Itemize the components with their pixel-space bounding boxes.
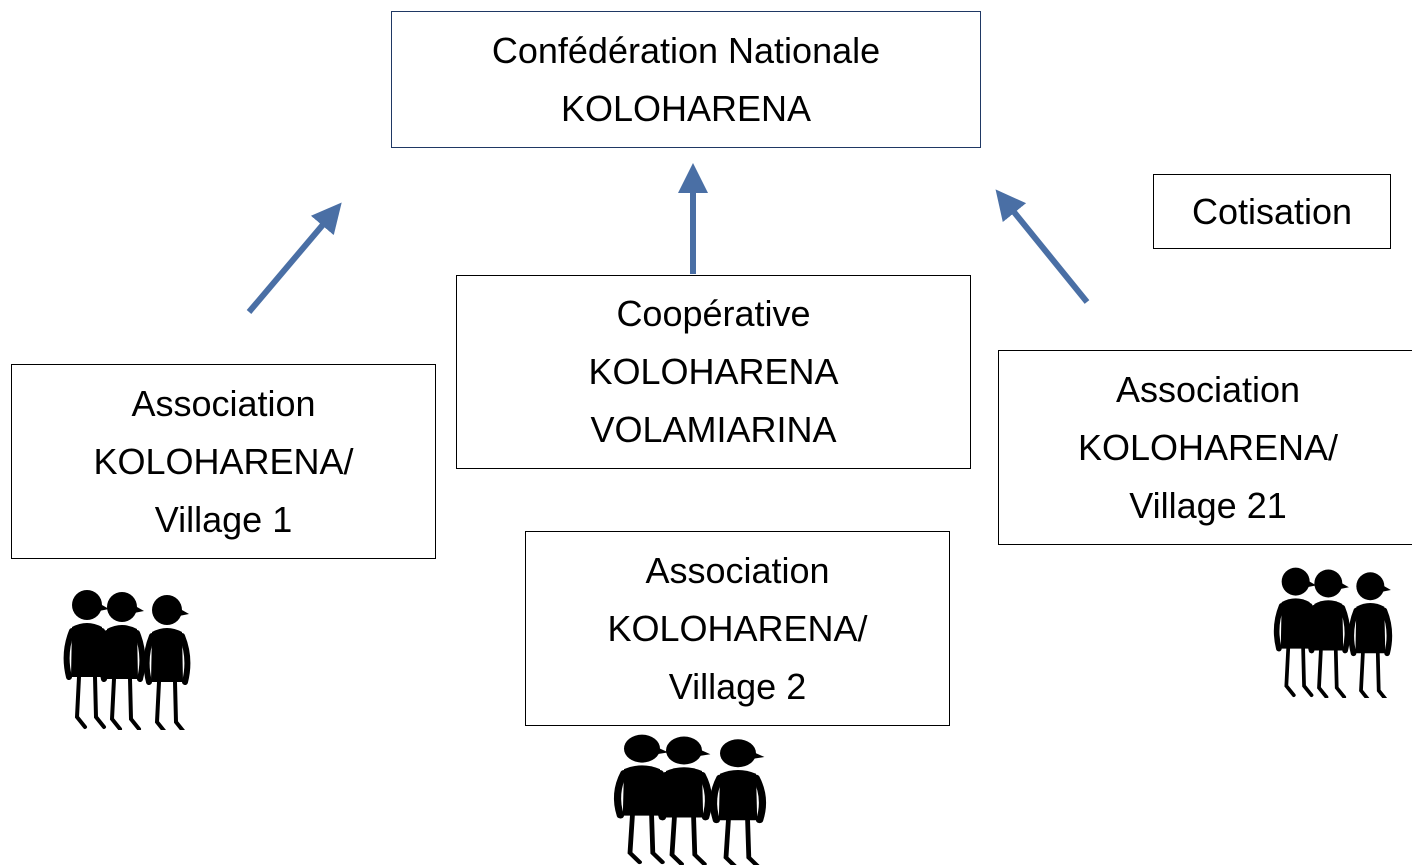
association-village-21-box: Association KOLOHARENA/ Village 21 (998, 350, 1412, 545)
cooperative-line-1: Coopérative (616, 293, 811, 334)
association-village-1-line-2: KOLOHARENA/ (93, 440, 354, 482)
association-village-2-box: Association KOLOHARENA/ Village 2 (525, 531, 950, 726)
association-village-21-line-2: KOLOHARENA/ (1077, 426, 1339, 468)
cooperative-box: Coopérative KOLOHARENA VOLAMIARINA (456, 275, 971, 469)
confederation-box: Confédération Nationale KOLOHARENA (391, 11, 981, 148)
confederation-line-1: Confédération Nationale (491, 29, 881, 71)
association-village-1-box: Association KOLOHARENA/ Village 1 (11, 364, 436, 559)
association-village-1-line-1: Association (131, 382, 316, 424)
association-village-21-line-3: Village 21 (1129, 484, 1287, 526)
association-village-2-line-3: Village 2 (668, 665, 807, 707)
association-village-1-line-3: Village 1 (154, 498, 293, 540)
cotisation-label: Cotisation (1191, 190, 1353, 232)
people-group-village-2-icon (600, 730, 780, 865)
association-village-2-line-1: Association (645, 549, 830, 591)
cooperative-line-2: KOLOHARENA (588, 351, 839, 392)
cotisation-box: Cotisation (1153, 174, 1391, 249)
people-group-village-21-icon (1263, 563, 1403, 698)
cooperative-line-3: VOLAMIARINA (590, 409, 837, 450)
arrow-right-icon (995, 189, 1090, 304)
association-village-21-line-1: Association (1115, 368, 1301, 410)
arrow-left-icon (246, 202, 342, 314)
confederation-line-2: KOLOHARENA (560, 87, 812, 129)
people-group-village-1-icon (52, 585, 202, 730)
association-village-2-line-2: KOLOHARENA/ (607, 607, 868, 649)
